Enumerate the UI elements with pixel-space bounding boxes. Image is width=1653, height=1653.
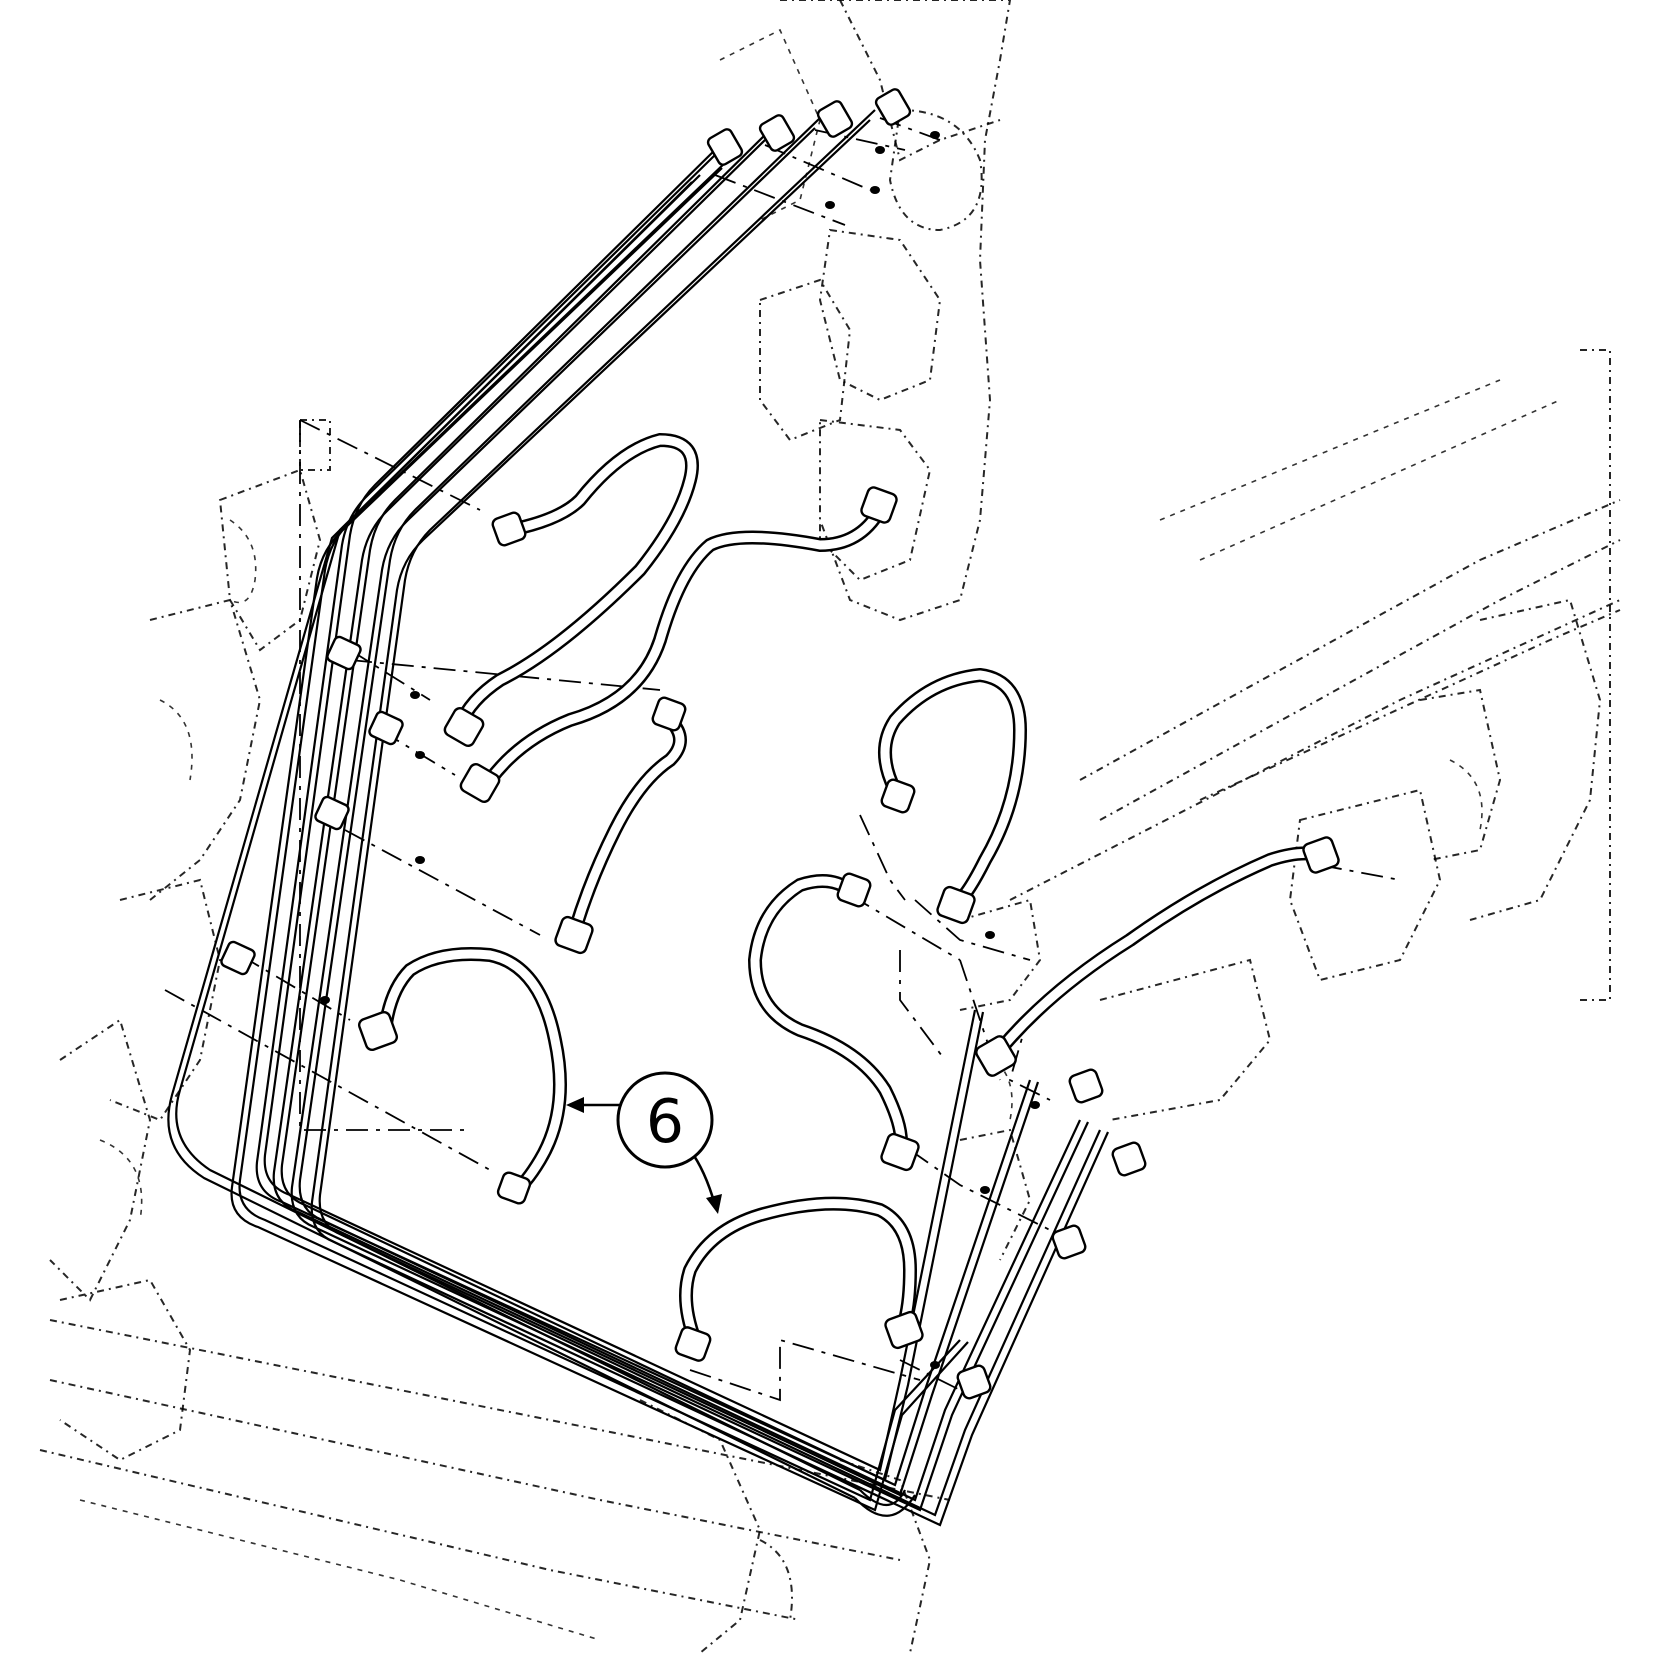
right-side-tube-fittings [930, 931, 1147, 1400]
hose-bottom-arch [674, 1196, 924, 1362]
hose-left-u [357, 947, 567, 1205]
flexible-hoses [357, 432, 1340, 1362]
rigid-tube-bundle [167, 109, 1110, 1527]
hose-right-diagonal [975, 836, 1340, 1077]
hose-upper-long [459, 486, 898, 803]
hose-upper-left-s [443, 432, 699, 747]
callout-6: 6 [566, 1071, 722, 1214]
callout-6-label: 6 [646, 1087, 684, 1157]
hose-right-s [747, 872, 920, 1172]
tube-fittings [220, 88, 1147, 1400]
machine-frame-outline [39, 0, 1621, 1653]
upper-tube-fittings [706, 88, 940, 209]
hose-right-upper-hook [878, 667, 1028, 925]
hose-middle-curved [554, 696, 687, 955]
callout-6-ring [616, 1071, 714, 1169]
left-side-tube-fittings [220, 635, 425, 1004]
